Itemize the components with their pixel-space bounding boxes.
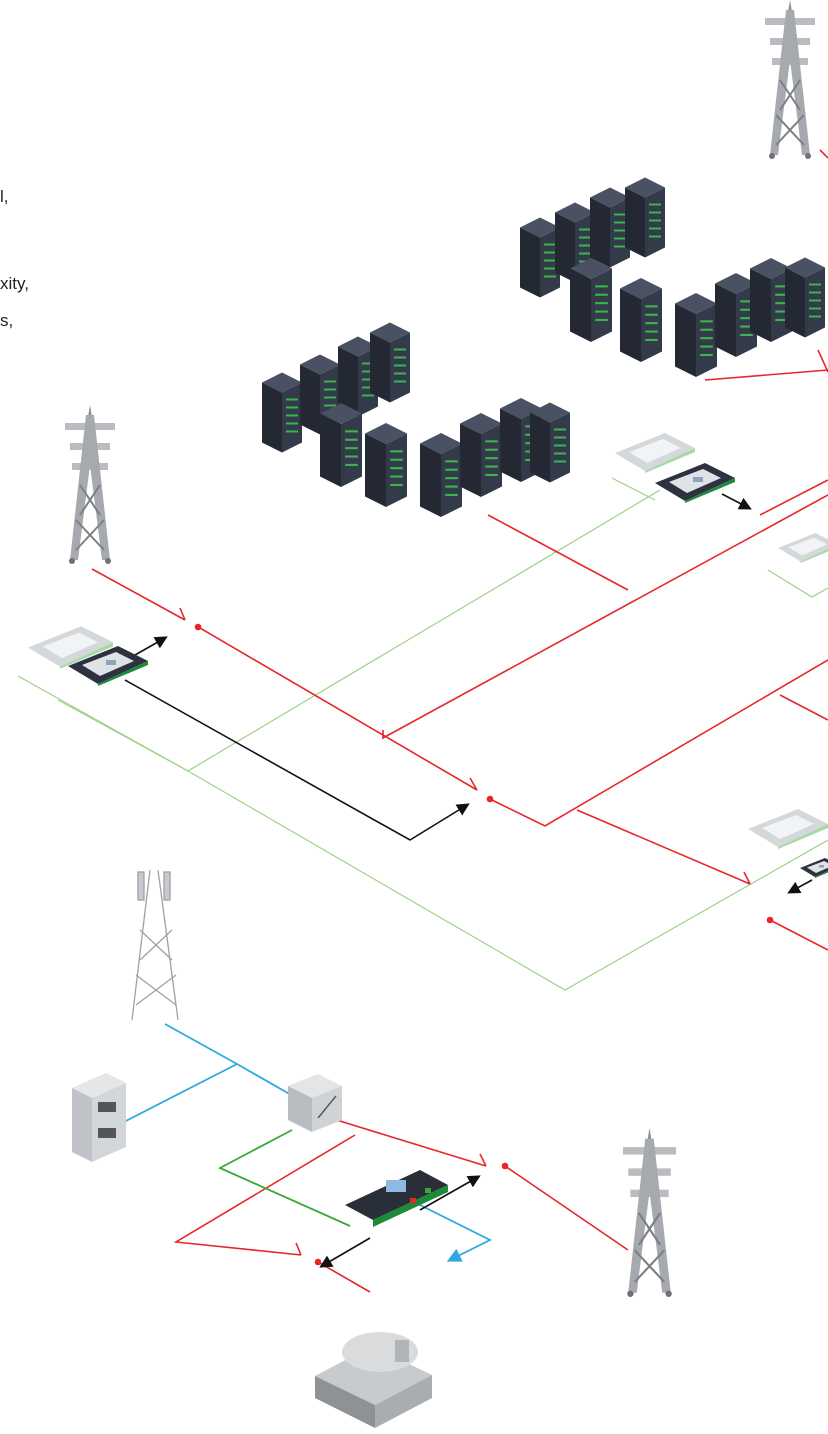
transmission-tower-icon — [623, 1128, 676, 1297]
rectifier-icon — [288, 1074, 342, 1132]
server-rack-cluster-2 — [520, 178, 825, 378]
server-rack-icon — [320, 403, 362, 487]
battery-cabinet-icon — [72, 1073, 126, 1162]
comm-network — [18, 478, 828, 990]
server-rack-icon — [620, 278, 662, 362]
power-network — [92, 150, 828, 950]
server-rack-icon — [625, 178, 665, 258]
excitation-line — [220, 1130, 350, 1226]
server-rack-icon — [785, 258, 825, 338]
server-rack-icon — [570, 258, 612, 342]
controller-module-icon — [800, 858, 828, 878]
server-rack-icon — [420, 433, 462, 517]
genset-controller-icon — [345, 1170, 448, 1227]
breaker-switches — [180, 608, 773, 1265]
server-rack-icon — [530, 403, 570, 483]
transmission-tower-icon — [765, 0, 815, 159]
server-rack-icon — [590, 188, 630, 268]
server-rack-icon — [370, 323, 410, 403]
telecom-tower-icon — [132, 870, 178, 1020]
controller-module-icon — [655, 463, 735, 503]
transmission-tower-icon — [65, 405, 115, 564]
controller-module-icon — [615, 433, 695, 473]
generator-icon — [315, 1332, 432, 1428]
server-rack-icon — [365, 423, 407, 507]
controller-module-icon — [748, 809, 828, 849]
server-rack-icon — [460, 413, 502, 497]
control-network — [125, 494, 812, 892]
dc-network — [120, 1024, 490, 1260]
controller-module-icon — [778, 533, 828, 563]
server-rack-icon — [520, 218, 560, 298]
server-rack-icon — [675, 293, 717, 377]
server-rack-icon — [262, 373, 302, 453]
server-rack-cluster-1 — [262, 323, 570, 518]
